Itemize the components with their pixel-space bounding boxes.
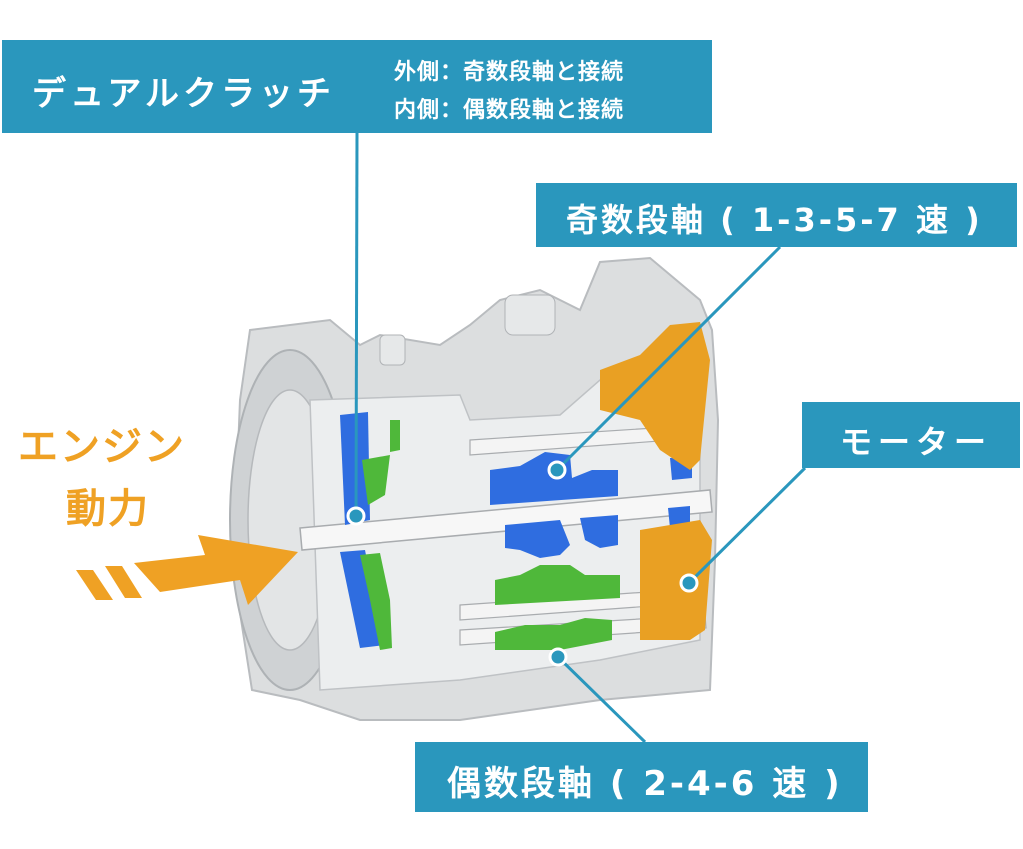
- motor-assembly: [600, 322, 712, 640]
- dual-clutch-outer-note: 外側：奇数段軸と接続: [394, 60, 625, 85]
- leader-motor: [687, 466, 807, 585]
- motor-label: モーター: [802, 402, 1020, 468]
- odd-shaft-label: 奇数段軸 ( 1-3-5-7 速 ): [536, 183, 1017, 247]
- engine-power-arrow-icon: [76, 535, 298, 605]
- leader-odd-shaft: [555, 245, 782, 472]
- leader-dual-clutch: [354, 132, 359, 517]
- transmission-housing: [229, 256, 720, 721]
- even-gears: [360, 420, 620, 650]
- engine-power-line1: エンジン: [18, 424, 186, 470]
- dot-odd-shaft: [547, 460, 567, 480]
- dot-motor: [679, 573, 699, 593]
- leader-dots: [346, 460, 699, 667]
- even-shaft-label: 偶数段軸 ( 2-4-6 速 ): [415, 742, 868, 812]
- dual-clutch-title: デュアルクラッチ: [32, 74, 335, 114]
- dual-clutch-inner-note: 内側：偶数段軸と接続: [394, 98, 625, 123]
- odd-shaft-text: 奇数段軸 ( 1-3-5-7 速 ): [566, 201, 983, 239]
- dot-dual-clutch: [346, 506, 366, 526]
- motor-text: モーター: [840, 423, 993, 461]
- dual-clutch-label: デュアルクラッチ 外側：奇数段軸と接続 内側：偶数段軸と接続: [2, 40, 712, 133]
- dot-even-shaft: [548, 647, 568, 667]
- leader-lines: [354, 132, 807, 744]
- leader-even-shaft: [556, 655, 647, 744]
- engine-power-line2: 動力: [66, 486, 150, 532]
- even-shaft-text: 偶数段軸 ( 2-4-6 速 ): [447, 764, 843, 804]
